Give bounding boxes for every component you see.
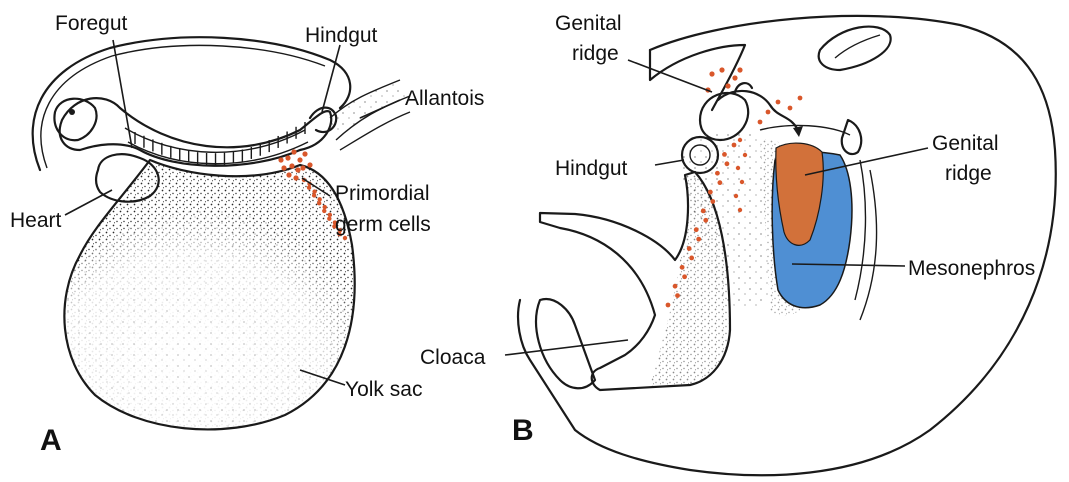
germ-cell-dot bbox=[682, 274, 687, 279]
germ-cell-dot bbox=[696, 237, 701, 242]
germ-cell-dot bbox=[302, 151, 307, 156]
germ-cell-dot bbox=[734, 194, 738, 198]
germ-cell-dot bbox=[708, 190, 713, 195]
germ-cell-dot bbox=[709, 71, 714, 76]
label-primordial-germ-cells-1: Primordial bbox=[335, 182, 430, 205]
label-allantois: Allantois bbox=[405, 87, 484, 110]
panel-letter-b: B bbox=[512, 414, 534, 447]
germ-cell-dot bbox=[701, 208, 706, 213]
germ-cell-dot bbox=[295, 167, 300, 172]
germ-cell-dot bbox=[317, 201, 321, 205]
germ-cell-dot bbox=[312, 189, 316, 193]
germ-cell-dot bbox=[307, 186, 311, 190]
panel-a: Foregut Hindgut Allantois Heart Primordi… bbox=[10, 12, 484, 457]
label-genital-ridge-right-2: ridge bbox=[945, 162, 992, 185]
panel-b: Genital ridge Hindgut Genital ridge Meso… bbox=[420, 12, 1056, 475]
germ-cell-dot bbox=[717, 180, 722, 185]
germ-cell-dot bbox=[740, 180, 744, 184]
germ-cell-dot bbox=[278, 157, 283, 162]
germ-cell-dot bbox=[788, 106, 793, 111]
panel-letter-a: A bbox=[40, 424, 62, 457]
germ-cell-dot bbox=[291, 149, 296, 154]
germ-cell-dot bbox=[300, 165, 305, 170]
label-primordial-germ-cells-2: germ cells bbox=[335, 213, 431, 236]
allantois bbox=[330, 80, 410, 150]
germ-cell-dot bbox=[710, 199, 715, 204]
germ-cell-dot bbox=[798, 96, 803, 101]
germ-cell-dot bbox=[297, 157, 302, 162]
germ-cell-dot bbox=[725, 161, 730, 166]
germ-cell-dot bbox=[328, 213, 332, 217]
germ-cell-dot bbox=[307, 162, 312, 167]
germ-cell-dot bbox=[738, 138, 742, 142]
germ-cell-dot bbox=[776, 100, 781, 105]
label-hindgut-b: Hindgut bbox=[555, 157, 628, 180]
germ-cell-dot bbox=[322, 209, 326, 213]
germ-cell-dot bbox=[758, 120, 763, 125]
germ-cell-dot bbox=[725, 83, 730, 88]
embryo-body bbox=[54, 98, 331, 166]
germ-cell-dot bbox=[703, 218, 708, 223]
germ-cell-dot bbox=[327, 216, 331, 220]
germ-cell-dot bbox=[673, 284, 678, 289]
label-mesonephros: Mesonephros bbox=[908, 257, 1035, 280]
germ-cell-dot bbox=[285, 155, 290, 160]
germ-cell-dot bbox=[722, 152, 727, 157]
germ-cell-dot bbox=[736, 166, 740, 170]
germ-cell-dot bbox=[715, 171, 720, 176]
germ-cell-dot bbox=[343, 236, 347, 240]
germ-cell-dot bbox=[312, 193, 316, 197]
label-heart: Heart bbox=[10, 209, 62, 232]
label-genital-ridge-right-1: Genital bbox=[932, 132, 999, 155]
germ-cell-dot bbox=[675, 293, 680, 298]
label-yolk-sac: Yolk sac bbox=[345, 378, 422, 401]
germ-cell-dot bbox=[286, 172, 291, 177]
germ-cell-dot bbox=[719, 67, 724, 72]
germ-cell-dot bbox=[694, 227, 699, 232]
germ-cell-dot bbox=[666, 303, 671, 308]
germ-cell-dot bbox=[732, 143, 737, 148]
germ-cell-dot bbox=[743, 153, 747, 157]
germ-cell-dot bbox=[737, 67, 742, 72]
germ-cell-dot bbox=[738, 208, 742, 212]
label-genital-ridge-top-2: ridge bbox=[572, 42, 619, 65]
label-foregut: Foregut bbox=[55, 12, 128, 35]
germ-cell-dot bbox=[689, 256, 694, 261]
germ-cell-dot bbox=[289, 163, 294, 168]
label-hindgut-a: Hindgut bbox=[305, 24, 378, 47]
germ-cell-dot bbox=[766, 110, 771, 115]
germ-cell-dot bbox=[323, 205, 327, 209]
germ-cell-dot bbox=[293, 175, 298, 180]
germ-cell-dot bbox=[317, 197, 321, 201]
label-cloaca: Cloaca bbox=[420, 346, 486, 369]
germ-cell-dot bbox=[732, 75, 737, 80]
label-genital-ridge-top-1: Genital bbox=[555, 12, 622, 35]
germ-cell-dot bbox=[281, 165, 286, 170]
germ-cell-dot bbox=[687, 246, 692, 251]
germ-cell-dot bbox=[680, 265, 685, 270]
yolk-sac bbox=[55, 160, 355, 450]
